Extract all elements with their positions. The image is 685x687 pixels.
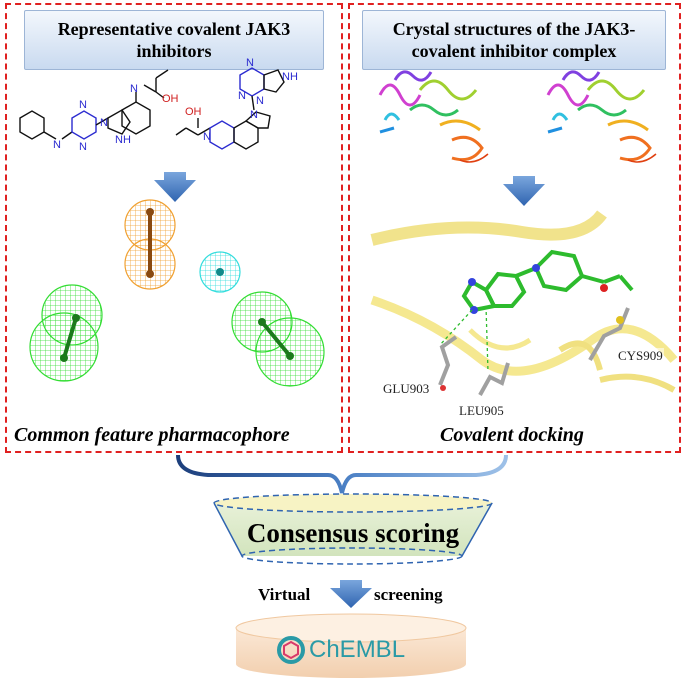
molecule-1-atoms: N N N N NH N OH [53, 83, 179, 153]
virtual-label: Virtual [258, 585, 311, 604]
down-arrow [154, 172, 196, 202]
consensus-scoring-funnel [213, 493, 493, 565]
down-arrow [503, 176, 545, 206]
atom-label: N [246, 57, 254, 69]
screening-arrow [330, 580, 372, 608]
screening-label: screening [374, 585, 443, 604]
left-panel-title: Representative covalent JAK3 inhibitors [24, 10, 324, 70]
merge-bracket [176, 454, 508, 494]
atom-label: N [238, 90, 246, 102]
residue-label-leu905: LEU905 [458, 403, 505, 419]
atom-label: N [100, 117, 108, 129]
pharmacophore-model [29, 199, 325, 387]
atom-label: N [256, 95, 264, 107]
consensus-scoring-label: Consensus scoring [246, 518, 460, 548]
molecule-2-atoms: OH N N N N NH N [185, 57, 298, 143]
chembl-label: ChEMBL [309, 636, 406, 663]
residue-label-glu903: GLU903 [382, 381, 431, 397]
residue-label-cys909: CYS909 [617, 348, 664, 364]
chembl-logo-icon [277, 636, 305, 664]
protein-structure-1 [378, 70, 489, 163]
atom-label: N [53, 139, 61, 151]
left-panel [5, 3, 343, 453]
atom-label: OH [185, 106, 202, 118]
right-panel-caption: Covalent docking [440, 424, 584, 446]
right-panel [348, 3, 681, 453]
molecule-structure-2 [175, 67, 285, 150]
atom-label: NH [282, 71, 298, 83]
atom-label: N [203, 131, 211, 143]
chembl-database [235, 613, 467, 678]
atom-label: N [130, 83, 138, 95]
atom-label: N [79, 99, 87, 111]
atom-label: N [79, 141, 87, 153]
molecule-structure-1 [19, 69, 169, 140]
protein-structure-2 [546, 70, 657, 163]
atom-label: NH [115, 134, 131, 146]
atom-label: OH [162, 93, 179, 105]
left-panel-caption: Common feature pharmacophore [14, 424, 290, 446]
right-panel-title: Crystal structures of the JAK3-covalent … [362, 10, 666, 70]
atom-label: N [250, 109, 258, 121]
